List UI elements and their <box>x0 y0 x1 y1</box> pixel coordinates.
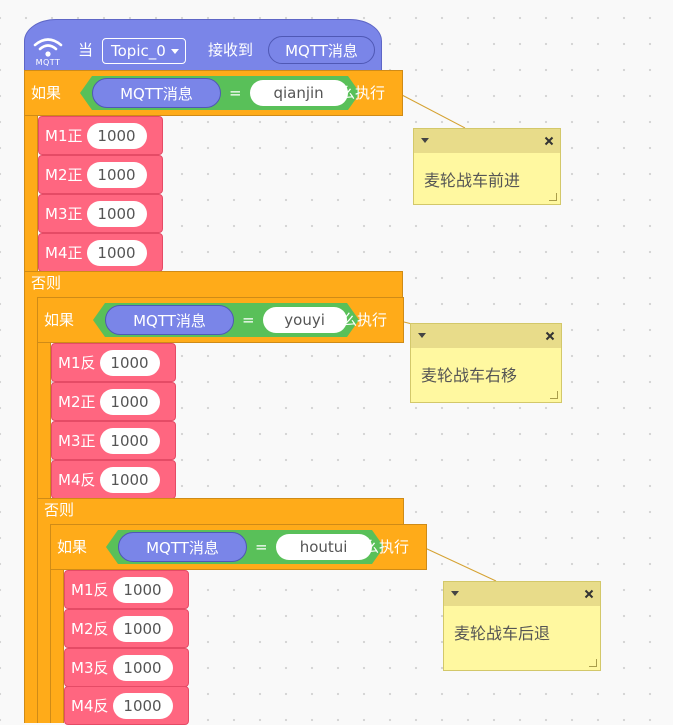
motor-block-2-1[interactable]: M1反 1000 <box>51 343 176 382</box>
motor-speed-input[interactable]: 1000 <box>86 122 147 149</box>
motor-block-3-1[interactable]: M1反 1000 <box>64 570 189 609</box>
equals-sign-3: = <box>255 538 268 556</box>
motor-label: M3反 <box>71 659 109 677</box>
motor-speed-input[interactable]: 1000 <box>86 239 147 266</box>
if-label-3: 如果 <box>57 538 88 556</box>
motor-block-2-3[interactable]: M3正 1000 <box>51 421 176 460</box>
comment-note-header[interactable] <box>444 582 600 606</box>
then-label-2: 那么执行 <box>327 311 388 329</box>
if-label-1: 如果 <box>31 84 62 102</box>
equals-operator-1[interactable]: MQTT消息 = qianjin <box>80 76 360 110</box>
if-label-2: 如果 <box>44 311 75 329</box>
motor-speed-input[interactable]: 1000 <box>86 161 147 188</box>
else-bar-1 <box>24 271 403 299</box>
comment-text[interactable]: 麦轮战车后退 <box>454 624 551 643</box>
comment-text[interactable]: 麦轮战车右移 <box>421 366 518 385</box>
chevron-down-icon <box>170 48 179 54</box>
equals-sign-2: = <box>242 311 255 329</box>
connector-line-3 <box>424 547 497 582</box>
motor-label: M2正 <box>58 393 96 411</box>
motor-label: M1反 <box>58 354 96 372</box>
motor-speed-input[interactable]: 1000 <box>112 615 173 642</box>
motor-block-2-4[interactable]: M4反 1000 <box>51 460 176 499</box>
close-icon[interactable] <box>584 589 594 599</box>
comment-note-1[interactable]: 麦轮战车前进 <box>413 128 561 205</box>
motor-speed-input[interactable]: 1000 <box>112 692 173 719</box>
caret-down-icon[interactable] <box>420 137 430 145</box>
comment-note-2[interactable]: 麦轮战车右移 <box>410 323 562 403</box>
equals-operator-2[interactable]: MQTT消息 = youyi <box>93 303 359 337</box>
motor-block-1-2[interactable]: M2正 1000 <box>38 155 163 194</box>
mqtt-message-reporter-2[interactable]: MQTT消息 <box>105 305 234 335</box>
wifi-badge: MQTT <box>30 34 66 68</box>
motor-block-1-1[interactable]: M1正 1000 <box>38 116 163 155</box>
motor-block-1-4[interactable]: M4正 1000 <box>38 233 163 272</box>
motor-label: M4反 <box>58 471 96 489</box>
mqtt-message-reporter-1[interactable]: MQTT消息 <box>92 78 221 108</box>
resize-handle[interactable] <box>550 391 558 399</box>
motor-label: M1正 <box>45 127 83 145</box>
motor-label: M3正 <box>45 205 83 223</box>
comment-text[interactable]: 麦轮战车前进 <box>424 171 521 190</box>
equals-operator-3[interactable]: MQTT消息 = houtui <box>106 530 384 564</box>
motor-speed-input[interactable]: 1000 <box>112 654 173 681</box>
motor-block-2-2[interactable]: M2正 1000 <box>51 382 176 421</box>
receive-label: 接收到 <box>208 41 254 59</box>
motor-block-3-3[interactable]: M3反 1000 <box>64 648 189 687</box>
motor-speed-input[interactable]: 1000 <box>99 349 160 376</box>
match-input-3[interactable]: houtui <box>275 534 372 560</box>
mqtt-message-reporter[interactable]: MQTT消息 <box>268 36 375 64</box>
motor-label: M1反 <box>71 581 109 599</box>
when-label: 当 <box>78 41 94 59</box>
match-input-1[interactable]: qianjin <box>249 80 348 106</box>
motor-speed-input[interactable]: 1000 <box>112 576 173 603</box>
motor-block-3-2[interactable]: M2反 1000 <box>64 609 189 648</box>
motor-label: M3正 <box>58 432 96 450</box>
comment-note-header[interactable] <box>414 129 560 153</box>
motor-speed-input[interactable]: 1000 <box>86 200 147 227</box>
motor-block-1-3[interactable]: M3正 1000 <box>38 194 163 233</box>
mqtt-message-reporter-3[interactable]: MQTT消息 <box>118 532 247 562</box>
caret-down-icon[interactable] <box>450 590 460 598</box>
wifi-icon <box>33 38 63 57</box>
else-label-2: 否则 <box>44 501 75 519</box>
resize-handle[interactable] <box>549 193 557 201</box>
if-block-3-rail <box>50 568 64 723</box>
connector-line-1 <box>401 94 466 129</box>
resize-handle[interactable] <box>589 659 597 667</box>
close-icon[interactable] <box>544 136 554 146</box>
motor-label: M2正 <box>45 166 83 184</box>
motor-speed-input[interactable]: 1000 <box>99 388 160 415</box>
motor-label: M4反 <box>71 697 109 715</box>
else-bar-2 <box>37 498 404 526</box>
motor-speed-input[interactable]: 1000 <box>99 427 160 454</box>
mqtt-badge-label: MQTT <box>35 58 61 67</box>
then-label-3: 那么执行 <box>349 538 410 556</box>
if-block-2-rail <box>37 341 51 723</box>
match-input-2[interactable]: youyi <box>262 307 347 333</box>
motor-label: M2反 <box>71 620 109 638</box>
topic-dropdown[interactable]: Topic_0 <box>102 38 186 64</box>
topic-value: Topic_0 <box>111 42 166 60</box>
close-icon[interactable] <box>545 331 555 341</box>
comment-note-header[interactable] <box>411 324 561 348</box>
equals-sign-1: = <box>229 84 242 102</box>
then-label-1: 那么执行 <box>325 84 386 102</box>
motor-block-3-4[interactable]: M4反 1000 <box>64 686 189 725</box>
comment-note-3[interactable]: 麦轮战车后退 <box>443 581 601 671</box>
if-block-1-rail <box>24 114 38 723</box>
caret-down-icon[interactable] <box>417 332 427 340</box>
motor-label: M4正 <box>45 244 83 262</box>
else-label-1: 否则 <box>31 274 62 292</box>
motor-speed-input[interactable]: 1000 <box>99 466 160 493</box>
